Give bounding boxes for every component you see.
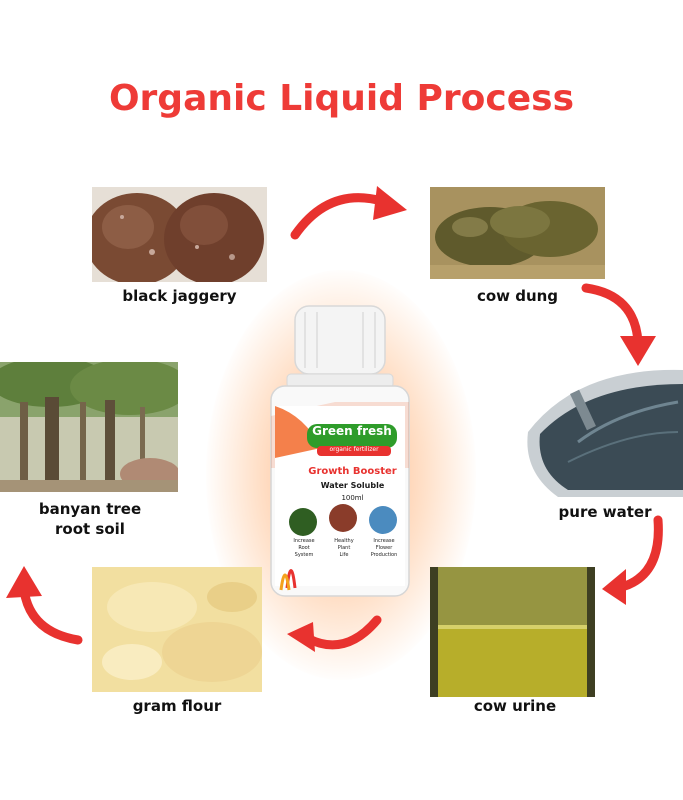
- bottle-tagline: organic fertilizer: [329, 446, 379, 453]
- bottle-benefit-root: Increase Root System: [293, 538, 315, 558]
- arrow-flour-to-banyan-icon: [6, 566, 83, 645]
- black-jaggery-photo: [92, 187, 267, 282]
- banyan-tree-label: banyan tree root soil: [15, 499, 165, 539]
- cow-urine-photo: [430, 567, 595, 697]
- page-title: Organic Liquid Process: [108, 78, 575, 119]
- gram-flour-label: gram flour: [132, 697, 222, 715]
- arrow-jaggery-to-dung-icon: [290, 186, 407, 240]
- bottle-benefit-flower: Increase Flower Production: [370, 538, 398, 558]
- black-jaggery-label: black jaggery: [122, 287, 237, 305]
- bottle-type: Water Soluble: [320, 481, 385, 490]
- growth-booster-bottle: [270, 305, 410, 597]
- pure-water-label: pure water: [558, 503, 652, 521]
- gram-flour-photo: [92, 567, 262, 692]
- bottle-brand: Green fresh: [312, 424, 392, 438]
- cow-dung-photo: [430, 187, 605, 279]
- bottle-benefit-plant: Healthy Plant Life: [334, 538, 354, 558]
- pure-water-photo: [518, 362, 683, 497]
- bottle-volume: 100ml: [341, 494, 364, 502]
- arrow-dung-to-water-icon: [581, 283, 656, 366]
- arrow-urine-to-flour-icon: [287, 615, 382, 652]
- banyan-tree-label-line1: banyan tree: [38, 500, 142, 518]
- cow-urine-label: cow urine: [473, 697, 557, 715]
- cow-dung-label: cow dung: [476, 287, 559, 305]
- banyan-tree-photo: [0, 362, 178, 492]
- banyan-tree-label-line2: root soil: [55, 520, 125, 538]
- bottle-product: Growth Booster: [308, 466, 397, 477]
- arrow-water-to-urine-icon: [602, 515, 663, 605]
